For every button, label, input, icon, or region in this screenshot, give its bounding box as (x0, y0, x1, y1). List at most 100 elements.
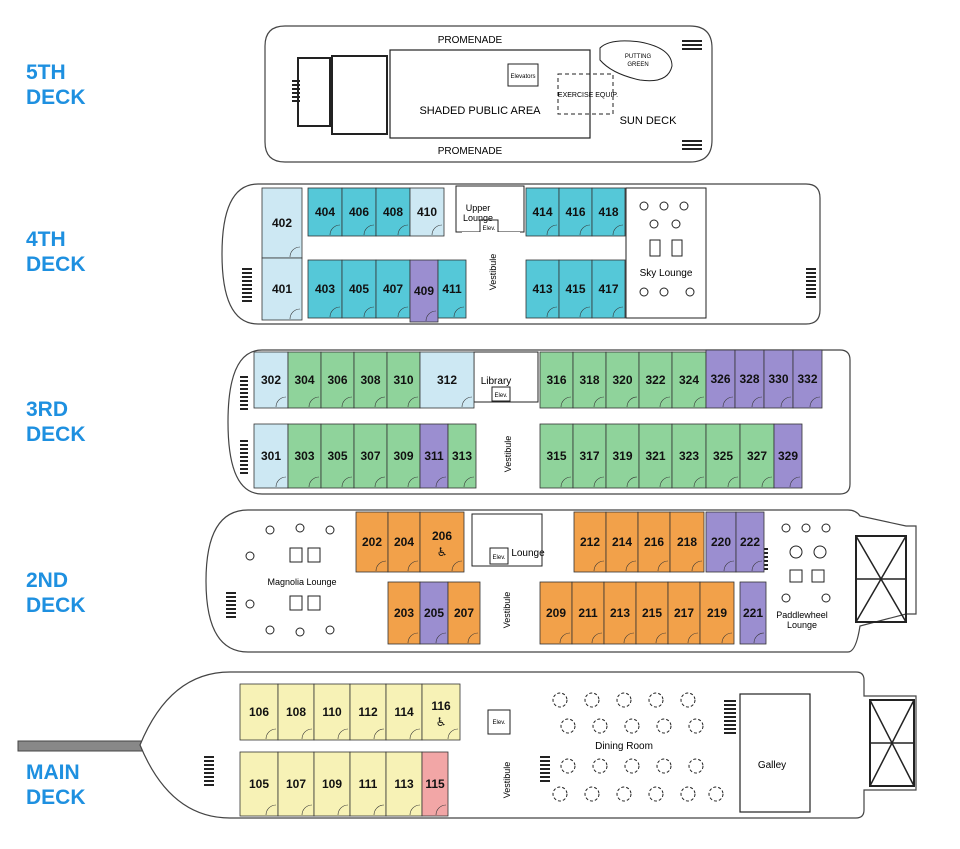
cabin-326: 326 (705, 349, 736, 409)
cabin-number: 320 (612, 373, 632, 387)
dining-table-icon (688, 718, 704, 734)
cabin-fill (734, 349, 765, 409)
cabin-fill (792, 349, 823, 409)
cabin-fill (287, 351, 322, 409)
stairs-icon (240, 440, 248, 474)
cabin-413: 413 (525, 259, 560, 319)
stairs-icon (226, 590, 236, 620)
cabin-fill (261, 257, 303, 321)
cabin-215: 215 (635, 581, 669, 645)
paddlewheel-lounge-area (768, 516, 852, 646)
cabin-number: 113 (394, 777, 414, 791)
deck-label-line: 4TH (26, 228, 66, 251)
door-arc (407, 560, 419, 572)
deck-label-line: DECK (26, 86, 86, 109)
door-arc (289, 308, 301, 320)
cabin-fill (253, 423, 289, 489)
cabin-number: 112 (358, 705, 378, 719)
cabin-number: 311 (424, 449, 444, 463)
cabin-214: 214 (605, 511, 639, 573)
cabin-218: 218 (669, 511, 705, 573)
cabin-number: 220 (711, 535, 731, 549)
deck-label-line: DECK (26, 594, 86, 617)
cabin-fill (421, 683, 461, 741)
door-arc (308, 476, 320, 488)
cabin-number: 222 (740, 535, 760, 549)
door-arc (761, 476, 773, 488)
door-arc (655, 632, 667, 644)
cabin-number: 318 (579, 373, 599, 387)
cabin-number: 206 (432, 529, 452, 543)
cabin-number: 218 (677, 535, 697, 549)
putting-green-shape (599, 40, 673, 82)
cabin-212: 212 (573, 511, 607, 573)
cabin-number: 116 (431, 699, 451, 713)
cabin-fill (320, 351, 355, 409)
door-arc (612, 306, 624, 318)
door-arc (373, 804, 385, 816)
elevator-box (491, 386, 511, 402)
exercise-equip-label: EXERCISE EQUIP. (558, 92, 618, 99)
elev-label: Elev. (493, 720, 506, 726)
deck-5th-structure (331, 55, 388, 135)
cabin-number: 404 (315, 205, 335, 219)
magnolia-lounge-label: Magnolia Lounge (267, 577, 336, 587)
cabin-112: 112 (349, 683, 387, 741)
door-arc (275, 476, 287, 488)
cabin-number: 411 (442, 282, 462, 296)
cabin-406: 406 (341, 187, 377, 237)
cabin-113: 113 (385, 751, 423, 817)
cabin-414: 414 (525, 187, 560, 237)
elevator-box (489, 547, 509, 565)
cabin-number: 105 (249, 777, 269, 791)
cabin-number: 215 (642, 606, 662, 620)
cabin-408: 408 (375, 187, 411, 237)
door-arc (809, 396, 821, 408)
cabin-fill (705, 511, 737, 573)
gangway (17, 740, 149, 752)
vestibule-label: Vestibule (488, 254, 498, 291)
cabin-411: 411 (437, 259, 467, 319)
cabin-211: 211 (571, 581, 605, 645)
cabin-309: 309 (386, 423, 421, 489)
cabin-number: 315 (546, 449, 566, 463)
cabin-number: 415 (565, 282, 585, 296)
cabin-fill (419, 581, 449, 645)
cabin-220: 220 (705, 511, 737, 573)
cabin-fill (355, 511, 389, 573)
cabin-number: 323 (679, 449, 699, 463)
cabin-405: 405 (341, 259, 377, 319)
cabin-number: 405 (349, 282, 369, 296)
door-arc (431, 224, 443, 236)
cabin-number: 325 (713, 449, 733, 463)
door-arc (435, 476, 447, 488)
cabin-number: 211 (578, 606, 598, 620)
dining-table-icon (688, 758, 704, 774)
cabin-number: 406 (349, 205, 369, 219)
dining-table-icon (624, 718, 640, 734)
cabin-fill (591, 187, 626, 237)
dining-table-icon (624, 758, 640, 774)
cabin-fill (307, 187, 343, 237)
deck-label-line: DECK (26, 423, 86, 446)
elevator-box (487, 709, 511, 735)
cabin-number: 212 (580, 535, 600, 549)
cabin-416: 416 (558, 187, 593, 237)
door-arc (467, 632, 479, 644)
door-arc (435, 632, 447, 644)
accessible-icon: ♿ (436, 715, 447, 729)
cabin-number: 309 (393, 449, 413, 463)
cabin-number: 409 (414, 284, 434, 298)
dining-table-icon (708, 786, 724, 802)
cabin-number: 107 (286, 777, 306, 791)
dining-table-icon (592, 758, 608, 774)
sky-lounge-box (625, 187, 707, 319)
cabin-fill (637, 511, 671, 573)
dining-table-icon (592, 718, 608, 734)
door-arc (329, 224, 341, 236)
cabin-402: 402 (261, 187, 303, 259)
door-arc (789, 476, 801, 488)
cabin-number: 403 (315, 282, 335, 296)
deck-label-line: 2ND (26, 569, 69, 592)
